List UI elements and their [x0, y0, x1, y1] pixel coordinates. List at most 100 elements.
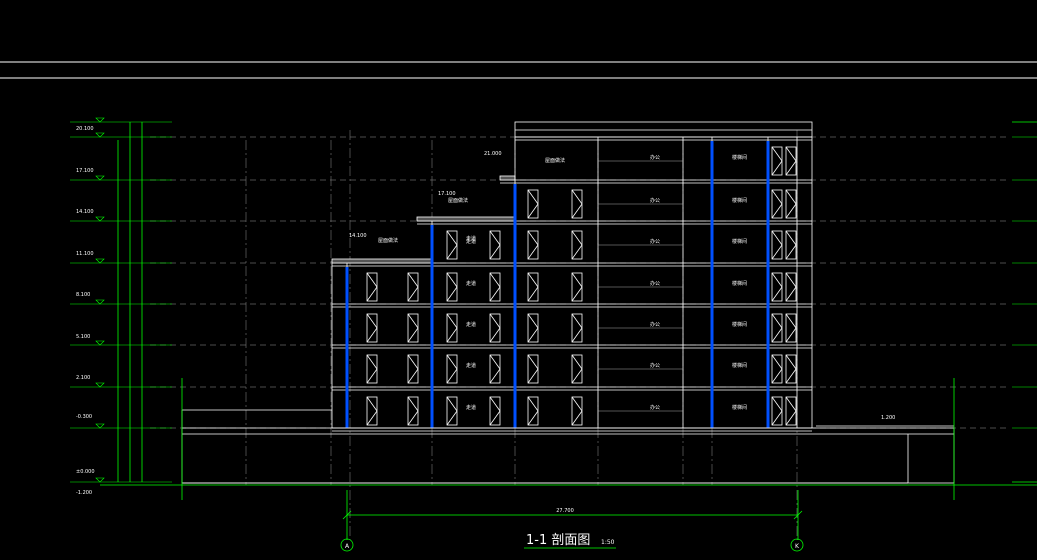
door-swing	[446, 410, 458, 426]
door	[785, 313, 797, 343]
room-label: 楼梯间	[732, 321, 747, 328]
door-swing	[771, 313, 783, 329]
door-swing	[527, 396, 539, 412]
door-swing	[527, 272, 539, 288]
room-label: 办公	[650, 280, 660, 287]
room-label: 走道	[466, 404, 476, 411]
door	[527, 313, 539, 343]
door-swing	[407, 286, 419, 302]
door-swing	[407, 396, 419, 412]
door-swing	[366, 286, 378, 302]
left-level-labels: 20.100 17.100 14.100 11.100 8.100 5.100 …	[76, 126, 95, 496]
svg-text:21.000: 21.000	[484, 151, 502, 157]
ground-line	[100, 378, 1037, 500]
door	[407, 313, 419, 343]
door-frame	[527, 230, 539, 260]
door	[771, 146, 783, 176]
door-swing	[771, 189, 783, 205]
door-swing	[771, 272, 783, 288]
door-swing	[571, 286, 583, 302]
door-frame	[489, 354, 501, 384]
building-section	[331, 121, 813, 432]
svg-text:屋面做法: 屋面做法	[378, 237, 398, 244]
door	[527, 396, 539, 426]
door	[366, 354, 378, 384]
door-swing	[771, 396, 783, 412]
door-frame	[785, 313, 797, 343]
overall-dimension: 27.700	[556, 508, 574, 514]
door	[771, 189, 783, 219]
door-swing	[571, 368, 583, 384]
door	[527, 354, 539, 384]
door-frame	[446, 313, 458, 343]
door	[407, 272, 419, 302]
door-swing	[771, 286, 783, 302]
door	[489, 272, 501, 302]
door-frame	[446, 396, 458, 426]
room-label: 走道	[466, 238, 476, 245]
door	[571, 396, 583, 426]
door-frame	[366, 313, 378, 343]
room-label: 办公	[650, 404, 660, 411]
svg-text:屋面做法: 屋面做法	[448, 197, 468, 204]
door-swing	[446, 244, 458, 260]
door-frame	[527, 354, 539, 384]
door-frame	[771, 146, 783, 176]
svg-text:14.100: 14.100	[349, 233, 367, 239]
room-label: 办公	[650, 238, 660, 245]
axis-label-right: K	[795, 543, 800, 550]
door-swing	[785, 244, 797, 260]
door-frame	[571, 313, 583, 343]
door-swing	[407, 368, 419, 384]
room-label: 楼梯间	[732, 404, 747, 411]
door-frame	[785, 146, 797, 176]
door-swing	[785, 146, 797, 162]
door	[407, 354, 419, 384]
door-frame	[489, 230, 501, 260]
door-frame	[771, 272, 783, 302]
ground-base	[181, 409, 955, 484]
door	[571, 313, 583, 343]
door-swing	[785, 396, 797, 412]
door-swing	[446, 354, 458, 370]
room-label: 办公	[650, 321, 660, 328]
room-label: 楼梯间	[732, 154, 747, 161]
door-swing	[366, 272, 378, 288]
door	[771, 313, 783, 343]
door-frame	[366, 396, 378, 426]
door-frame	[785, 230, 797, 260]
room-labels: 办公楼梯间办公楼梯间走道办公楼梯间走道办公楼梯间走道办公楼梯间走道办公楼梯间走道…	[466, 154, 747, 411]
room-label: 走道	[466, 280, 476, 287]
door-frame	[771, 396, 783, 426]
door-swing	[771, 203, 783, 219]
grid-lines	[245, 130, 798, 540]
door-swing	[527, 203, 539, 219]
door-swing	[785, 189, 797, 205]
door-swing	[527, 313, 539, 329]
svg-text:8.100: 8.100	[76, 292, 90, 298]
door-swing	[489, 272, 501, 288]
door-frame	[446, 230, 458, 260]
door-swing	[489, 396, 501, 412]
door	[489, 354, 501, 384]
door-swing	[785, 410, 797, 426]
door-swing	[366, 368, 378, 384]
door	[785, 189, 797, 219]
door-swing	[785, 313, 797, 329]
door	[785, 272, 797, 302]
door-swing	[785, 272, 797, 288]
door-frame	[771, 313, 783, 343]
door	[785, 146, 797, 176]
door	[366, 272, 378, 302]
room-label: 走道	[466, 321, 476, 328]
door	[489, 230, 501, 260]
door-swing	[571, 410, 583, 426]
door-frame	[785, 396, 797, 426]
door-swing	[571, 272, 583, 288]
door-frame	[446, 272, 458, 302]
door	[771, 272, 783, 302]
roof-terrace	[331, 258, 433, 264]
svg-text:-0.300: -0.300	[76, 414, 92, 420]
door-swing	[446, 327, 458, 343]
door-swing	[571, 396, 583, 412]
